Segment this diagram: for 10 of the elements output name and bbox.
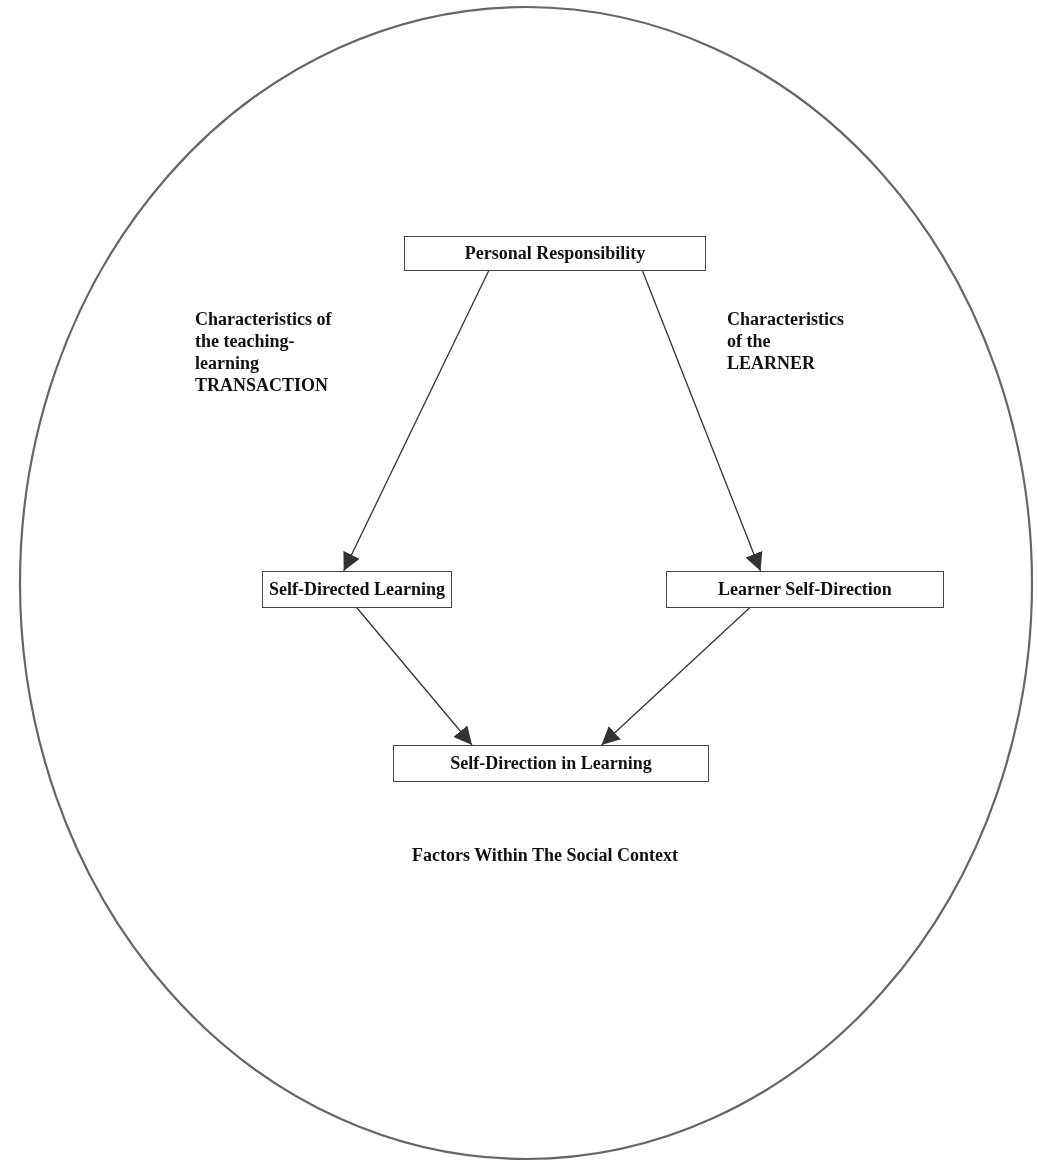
context-ellipse — [18, 5, 1034, 1161]
arrow — [343, 270, 490, 572]
concept-box: Self-Directed Learning — [262, 571, 452, 608]
concept-box: Self-Direction in Learning — [393, 745, 709, 782]
concept-box: Personal Responsibility — [404, 236, 706, 271]
concept-box: Learner Self-Direction — [666, 571, 944, 608]
arrow — [356, 607, 473, 746]
arrow — [641, 270, 763, 572]
arrow — [600, 607, 751, 746]
context-label: Factors Within The Social Context — [412, 845, 678, 866]
